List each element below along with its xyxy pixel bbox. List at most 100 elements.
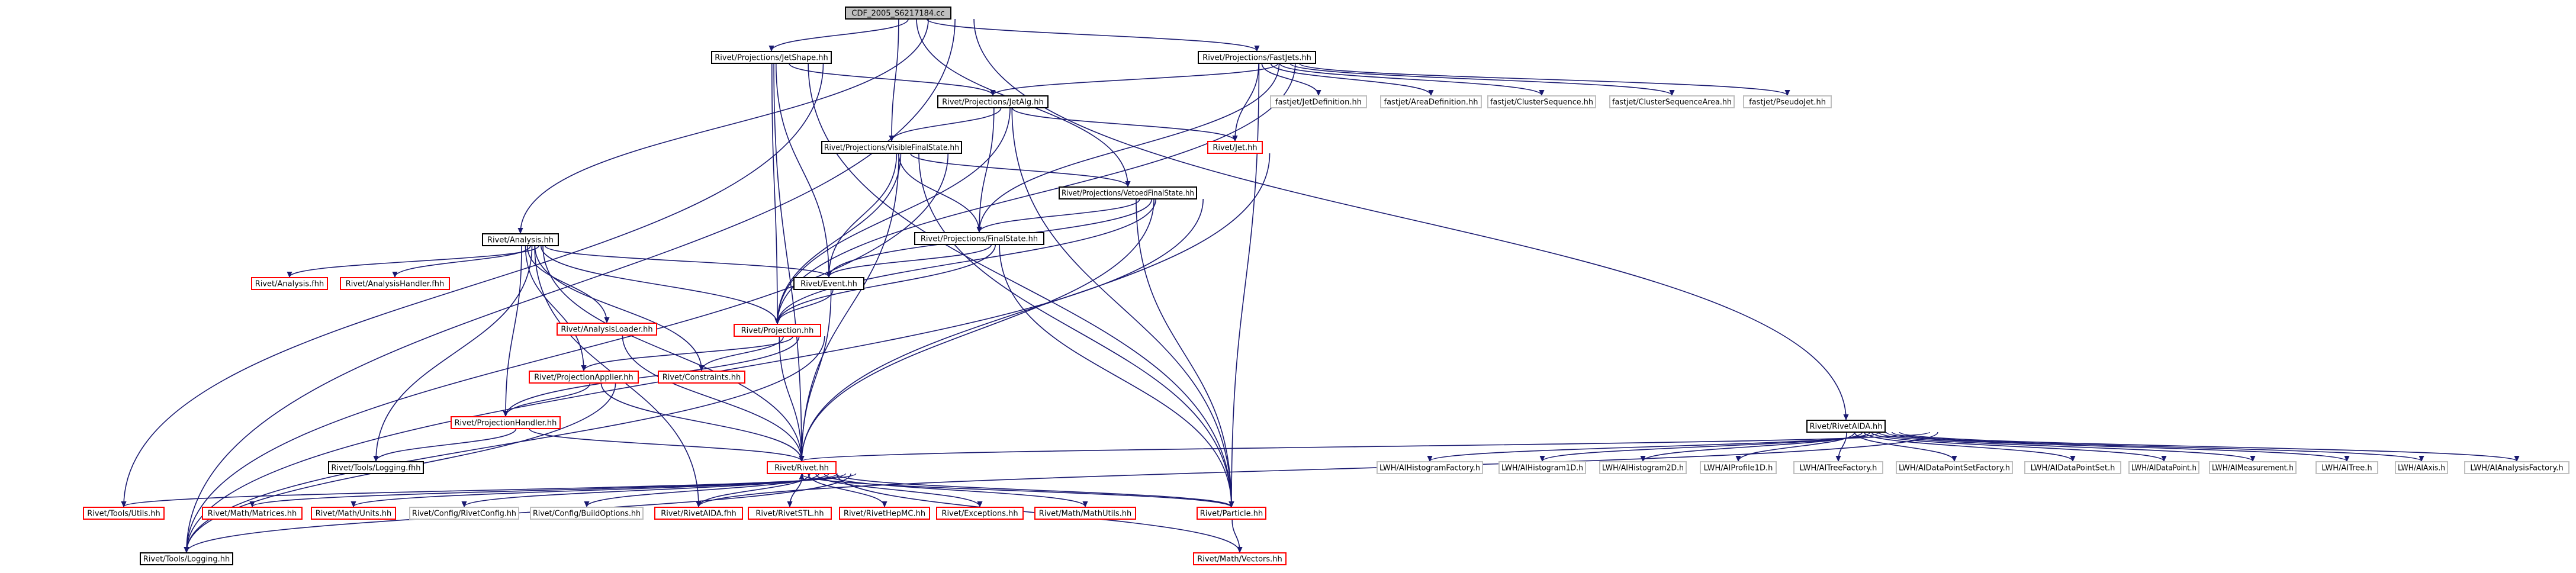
node-lwh_axis[interactable]: LWH/AIAxis.h bbox=[2395, 461, 2448, 474]
node-lwh_dpsfactory[interactable]: LWH/AIDataPointSetFactory.h bbox=[1896, 461, 2013, 474]
node-lwh_treefactory[interactable]: LWH/AITreeFactory.h bbox=[1793, 461, 1883, 474]
node-lwh_hist1d[interactable]: LWH/AIHistogram1D.h bbox=[1498, 461, 1586, 474]
node-event[interactable]: Rivet/Event.hh bbox=[793, 277, 864, 290]
node-analysis_fhh[interactable]: Rivet/Analysis.fhh bbox=[251, 277, 328, 290]
node-box bbox=[2024, 461, 2121, 474]
node-box bbox=[1380, 95, 1482, 108]
node-fj_clseq[interactable]: fastjet/ClusterSequence.hh bbox=[1487, 95, 1596, 108]
node-lwh_profile1d[interactable]: LWH/AIProfile1D.h bbox=[1700, 461, 1777, 474]
edge-finalstate-to-projection bbox=[777, 244, 996, 324]
node-fj_clseqarea[interactable]: fastjet/ClusterSequenceArea.hh bbox=[1609, 95, 1735, 108]
node-box bbox=[845, 7, 951, 20]
node-projapplier[interactable]: Rivet/ProjectionApplier.hh bbox=[529, 371, 639, 384]
edge-rivet-to-utils bbox=[124, 473, 857, 507]
edge-fastjets-to-fj_jetdef bbox=[1261, 63, 1318, 95]
node-box bbox=[2209, 461, 2297, 474]
edge-analysis-to-logging_fhh bbox=[376, 245, 533, 461]
node-lwh_tree[interactable]: LWH/AITree.h bbox=[2315, 461, 2378, 474]
node-box bbox=[734, 324, 821, 337]
node-label: Rivet/Constraints.hh bbox=[663, 374, 741, 382]
node-label: Rivet/Projections/VisibleFinalState.hh bbox=[824, 144, 959, 153]
node-box bbox=[1034, 507, 1136, 520]
node-particle[interactable]: Rivet/Particle.hh bbox=[1197, 507, 1266, 520]
node-box bbox=[251, 277, 328, 290]
node-label: Rivet/Event.hh bbox=[800, 280, 857, 289]
node-constraints[interactable]: Rivet/Constraints.hh bbox=[658, 371, 745, 384]
node-root[interactable]: CDF_2005_S6217184.cc bbox=[845, 7, 951, 20]
node-box bbox=[83, 507, 165, 520]
edge-fastjets-to-jetalg bbox=[993, 63, 1279, 95]
node-box bbox=[409, 507, 519, 520]
node-projhandler[interactable]: Rivet/ProjectionHandler.hh bbox=[451, 416, 561, 429]
edge-rivetaida_hh-to-lwh_hist1d bbox=[1542, 432, 1871, 461]
node-jetalg[interactable]: Rivet/Projections/JetAlg.hh bbox=[937, 95, 1049, 108]
node-fj_areadef[interactable]: fastjet/AreaDefinition.hh bbox=[1380, 95, 1482, 108]
node-label: Rivet/Particle.hh bbox=[1200, 510, 1263, 519]
edge-event-to-rivet bbox=[802, 289, 832, 461]
node-jet[interactable]: Rivet/Jet.hh bbox=[1207, 141, 1263, 154]
node-label: Rivet/Jet.hh bbox=[1213, 144, 1257, 153]
node-rivetstl[interactable]: Rivet/RivetSTL.hh bbox=[748, 507, 832, 520]
node-box bbox=[1599, 461, 1687, 474]
node-label: Rivet/RivetAIDA.fhh bbox=[661, 510, 737, 519]
edge-visiblefs-to-particle bbox=[918, 153, 1231, 507]
edge-rivetaida_hh-to-lwh_anfactory bbox=[1899, 432, 2517, 461]
node-lwh_histfactory[interactable]: LWH/AIHistogramFactory.h bbox=[1377, 461, 1483, 474]
node-lwh_hist2d[interactable]: LWH/AIHistogram2D.h bbox=[1599, 461, 1687, 474]
node-rivethepmc[interactable]: Rivet/RivetHepMC.hh bbox=[839, 507, 930, 520]
node-exceptions[interactable]: Rivet/Exceptions.hh bbox=[936, 507, 1024, 520]
node-rivetaida_fhh[interactable]: Rivet/RivetAIDA.fhh bbox=[654, 507, 743, 520]
node-fj_jetdef[interactable]: fastjet/JetDefinition.hh bbox=[1270, 95, 1367, 108]
edge-rivetaida_hh-to-lwh_axis bbox=[1891, 432, 2421, 461]
node-label: Rivet/ProjectionApplier.hh bbox=[534, 374, 633, 382]
node-lwh_meas[interactable]: LWH/AIMeasurement.h bbox=[2209, 461, 2297, 474]
node-analysis[interactable]: Rivet/Analysis.hh bbox=[482, 233, 559, 246]
edge-analysis-to-analysisloader bbox=[526, 245, 607, 323]
node-utils[interactable]: Rivet/Tools/Utils.hh bbox=[83, 507, 165, 520]
node-lwh_anfactory[interactable]: LWH/AIAnalysisFactory.h bbox=[2464, 461, 2569, 474]
node-logging_hh[interactable]: Rivet/Tools/Logging.hh bbox=[140, 552, 233, 565]
node-vetoedfs[interactable]: Rivet/Projections/VetoedFinalState.hh bbox=[1059, 186, 1197, 199]
node-fj_pseudojet[interactable]: fastjet/PseudoJet.hh bbox=[1743, 95, 1832, 108]
node-logging_fhh[interactable]: Rivet/Tools/Logging.fhh bbox=[328, 461, 424, 474]
edge-jetshape-to-rivet bbox=[773, 63, 802, 461]
node-box bbox=[2464, 461, 2569, 474]
edge-fastjets-to-jet bbox=[1235, 63, 1259, 141]
edge-rivetaida_hh-to-lwh_treefactory bbox=[1838, 432, 1847, 461]
node-label: Rivet/AnalysisLoader.hh bbox=[561, 326, 652, 334]
edge-fastjets-to-finalstate bbox=[979, 63, 1280, 232]
edge-vetoedfs-to-particle bbox=[1136, 198, 1231, 507]
node-box bbox=[654, 507, 743, 520]
node-label: fastjet/PseudoJet.hh bbox=[1749, 98, 1826, 107]
node-finalstate[interactable]: Rivet/Projections/FinalState.hh bbox=[914, 232, 1044, 245]
node-buildoptions[interactable]: Rivet/Config/BuildOptions.hh bbox=[530, 507, 644, 520]
node-rivetconfig[interactable]: Rivet/Config/RivetConfig.hh bbox=[409, 507, 519, 520]
node-matrices[interactable]: Rivet/Math/Matrices.hh bbox=[202, 507, 303, 520]
node-label: CDF_2005_S6217184.cc bbox=[851, 9, 944, 18]
node-rivet[interactable]: Rivet/Rivet.hh bbox=[767, 461, 837, 474]
node-lwh_dp[interactable]: LWH/AIDataPoint.h bbox=[2128, 461, 2199, 474]
node-lwh_dps[interactable]: LWH/AIDataPointSet.h bbox=[2024, 461, 2121, 474]
node-jetshape[interactable]: Rivet/Projections/JetShape.hh bbox=[711, 51, 832, 64]
node-box bbox=[2128, 461, 2199, 474]
node-visiblefs[interactable]: Rivet/Projections/VisibleFinalState.hh bbox=[821, 141, 962, 154]
node-analysisloader[interactable]: Rivet/AnalysisLoader.hh bbox=[557, 323, 657, 336]
node-vectors[interactable]: Rivet/Math/Vectors.hh bbox=[1193, 552, 1287, 565]
node-projection[interactable]: Rivet/Projection.hh bbox=[734, 324, 821, 337]
node-label: LWH/AITreeFactory.h bbox=[1800, 464, 1877, 473]
node-mathutils[interactable]: Rivet/Math/MathUtils.hh bbox=[1034, 507, 1136, 520]
edge-root-to-analysis bbox=[520, 18, 929, 233]
edge-fastjets-to-fj_clseq bbox=[1279, 63, 1542, 95]
node-rivetaida_hh[interactable]: Rivet/RivetAIDA.hh bbox=[1806, 420, 1886, 433]
node-box bbox=[1498, 461, 1586, 474]
node-label: fastjet/ClusterSequence.hh bbox=[1490, 98, 1593, 107]
node-label: Rivet/Analysis.hh bbox=[487, 236, 554, 245]
node-box bbox=[1198, 51, 1316, 64]
node-analysishandler_fhh[interactable]: Rivet/AnalysisHandler.fhh bbox=[340, 277, 450, 290]
node-box bbox=[529, 371, 639, 384]
node-label: Rivet/Config/RivetConfig.hh bbox=[412, 510, 516, 519]
node-box bbox=[202, 507, 303, 520]
node-label: Rivet/Projections/JetShape.hh bbox=[715, 54, 828, 63]
node-fastjets[interactable]: Rivet/Projections/FastJets.hh bbox=[1198, 51, 1316, 64]
node-units[interactable]: Rivet/Math/Units.hh bbox=[311, 507, 396, 520]
